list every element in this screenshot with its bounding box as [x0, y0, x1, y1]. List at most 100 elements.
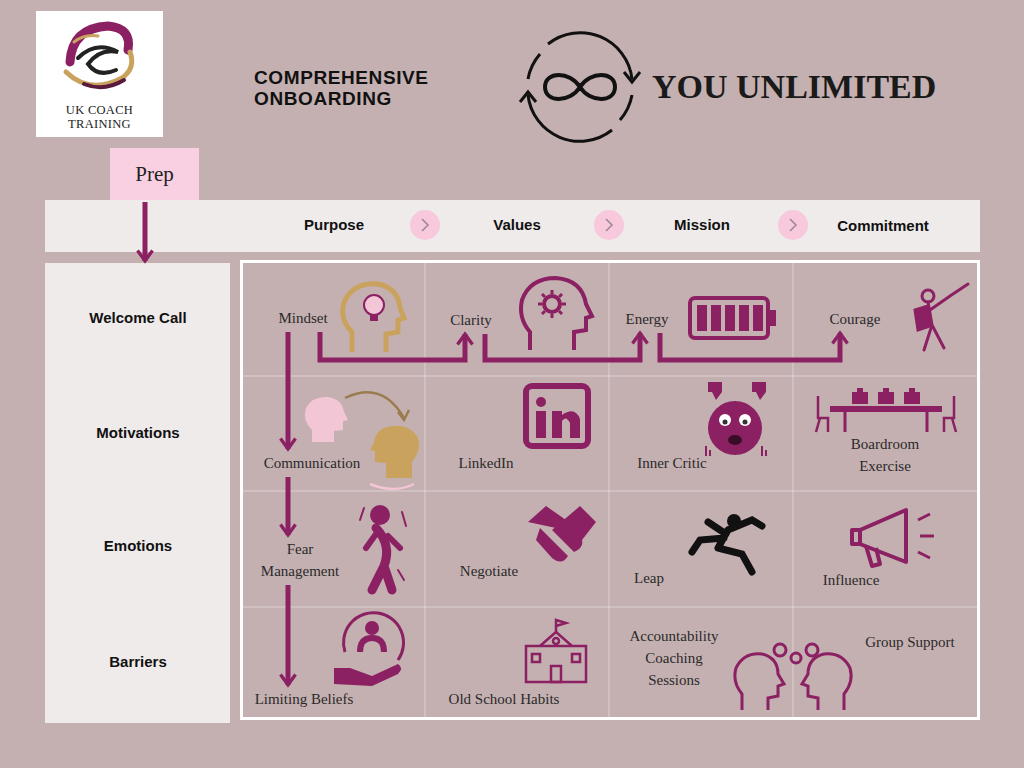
node-text: Welcome Call: [89, 309, 186, 326]
flow-arrow: [485, 333, 640, 360]
grid-lines: [424, 262, 426, 718]
communication-icon: [370, 484, 414, 489]
knight-icon: [922, 290, 934, 302]
step-chevron: [410, 210, 808, 240]
fear-icon: [360, 505, 406, 590]
school-icon: [532, 654, 540, 662]
step-label: Energy: [623, 307, 670, 331]
node-text: Limiting Beliefs: [253, 687, 356, 711]
school-icon: [526, 620, 586, 682]
boardroom-icon: [830, 406, 942, 412]
node-text: Energy: [623, 307, 670, 331]
boardroom-icon: [860, 388, 912, 396]
step-label: Old School Habits: [447, 687, 562, 711]
node-text: Group Support: [863, 630, 957, 654]
infinity-emblem: [528, 95, 612, 141]
inner-critic-icon: [739, 414, 751, 426]
step-label: Fear Management: [250, 537, 350, 583]
boardroom-icon: [944, 396, 956, 432]
step-label: LinkedIn: [457, 451, 516, 475]
flow-arrow: [660, 333, 840, 360]
step-label: Inner Critic: [635, 451, 709, 475]
inner-critic-icon: [706, 446, 766, 456]
accountability-icon: [735, 644, 851, 710]
node-text: Prep: [135, 162, 174, 187]
flow-arrow: [143, 202, 148, 261]
node-text: Emotions: [104, 537, 172, 554]
node-text: UK COACH TRAINING: [52, 103, 147, 131]
accountability-icon: [802, 654, 851, 710]
school-icon: [572, 654, 580, 662]
boardroom-icon: [816, 388, 956, 432]
battery-icon: [697, 305, 707, 331]
limiting-beliefs-icon: [344, 613, 404, 660]
school-icon: [556, 620, 566, 632]
clarity-icon: [544, 296, 560, 312]
inner-critic-icon: [752, 382, 766, 400]
step-chevron: [790, 219, 796, 231]
node-text: Barriers: [109, 653, 167, 670]
inner-critic-icon: [708, 401, 762, 455]
linkedin-icon: [536, 397, 546, 407]
node-text: Courage: [828, 307, 883, 331]
step-chevron: [778, 210, 808, 240]
megaphone-icon: [866, 546, 880, 566]
node-text: Inner Critic: [635, 451, 709, 475]
grid-lines: [242, 606, 978, 608]
inner-critic-icon: [706, 382, 766, 456]
accountability-icon: [791, 653, 801, 663]
flow-arrow: [286, 332, 291, 449]
logo-box: UK COACH TRAINING: [36, 11, 163, 137]
leap-icon: [692, 514, 762, 572]
school-icon: [553, 638, 559, 644]
header-band: PurposeValuesMissionCommitment: [45, 200, 980, 252]
grid-lines: [242, 375, 978, 377]
communication-icon: [398, 410, 409, 420]
step-chevron: [422, 219, 428, 231]
inner-critic-icon: [719, 414, 731, 426]
fear-icon: [360, 508, 406, 580]
prep-box: Prep: [110, 148, 199, 200]
clarity-icon: [521, 278, 592, 350]
grid-frame: [242, 262, 979, 719]
battery-icon: [753, 305, 763, 331]
clarity-icon: [538, 290, 566, 318]
grid-lines: [792, 262, 794, 718]
grid-lines: [242, 490, 978, 492]
step-chevron: [410, 210, 440, 240]
knight-icon: [915, 284, 968, 350]
infinity-emblem: [520, 92, 536, 102]
grid-lines: [608, 262, 610, 718]
row-band-fill: [45, 263, 230, 723]
node-text: Boardroom Exercise: [840, 432, 930, 478]
handshake-icon: [536, 528, 568, 562]
step-label: Accountability Coaching Sessions: [622, 624, 727, 692]
brand-label: YOU UNLIMITED: [652, 68, 936, 106]
limiting-beliefs-icon: [360, 638, 384, 652]
infinity-emblem: [545, 75, 615, 99]
logo-swirl: [66, 26, 132, 87]
accountability-icon: [735, 654, 784, 710]
fear-icon: [370, 505, 390, 525]
megaphone-icon: [852, 530, 860, 544]
accountability-icon: [806, 644, 818, 656]
megaphone-icon: [918, 514, 934, 558]
clarity-icon: [521, 278, 592, 350]
limiting-beliefs-icon: [334, 613, 404, 686]
linkedin-icon: [526, 386, 588, 446]
inner-critic-icon: [743, 420, 748, 425]
infinity-emblem: [528, 54, 540, 79]
communication-icon: [305, 397, 348, 442]
megaphone-icon: [852, 510, 934, 566]
node-text: Mindset: [276, 306, 329, 330]
logo-panel: [36, 11, 163, 137]
header-band-fill: [45, 200, 980, 252]
boardroom-icon: [845, 412, 927, 432]
node-text: Communication: [262, 451, 363, 475]
accountability-icon: [774, 644, 786, 656]
node-text: Commitment: [837, 217, 929, 234]
linkedin-icon: [552, 411, 580, 438]
step-label: Mindset: [276, 306, 329, 330]
